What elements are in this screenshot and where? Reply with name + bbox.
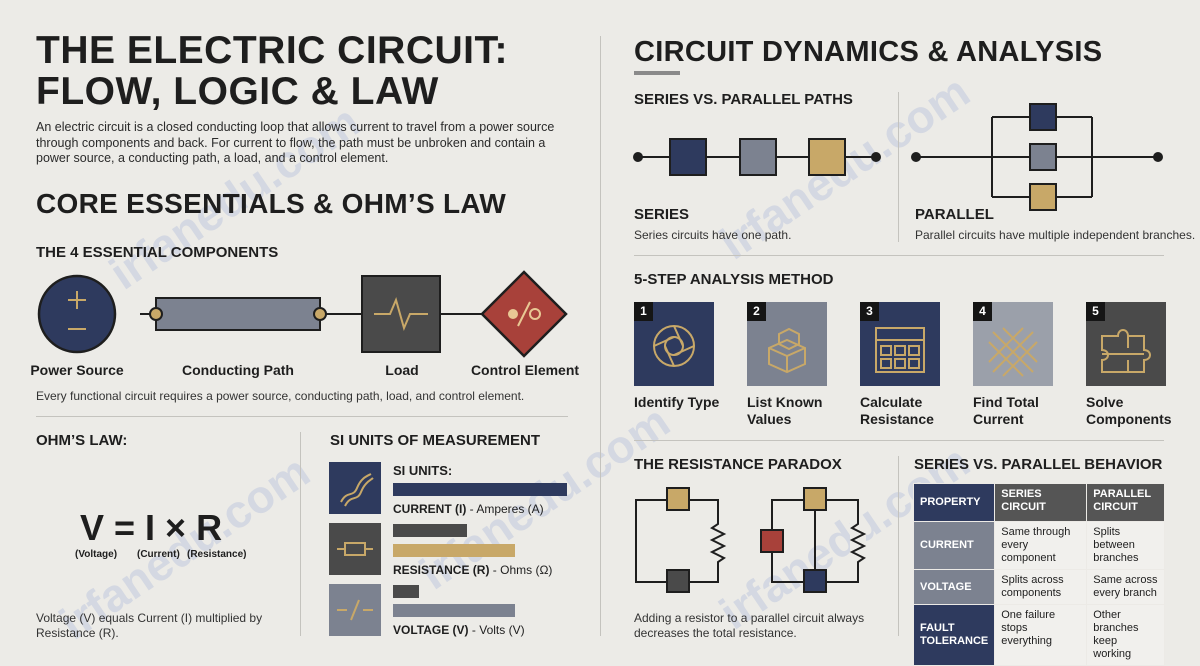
table-row: FAULT TOLERANCE One failure stops everyt… <box>912 604 1165 666</box>
battery-icon <box>37 274 117 354</box>
parallel-caption: Parallel circuits have multiple independ… <box>915 228 1196 242</box>
behavior-table: PROPERTY SERIES CIRCUIT PARALLEL CIRCUIT… <box>912 483 1165 666</box>
wire-icon <box>149 297 327 331</box>
page-title: THE ELECTRIC CIRCUIT: FLOW, LOGIC & LAW <box>36 30 596 112</box>
component-label: Power Source <box>30 362 124 378</box>
title-line-2: FLOW, LOGIC & LAW <box>36 70 439 113</box>
ohms-caption: Voltage (V) equals Current (I) multiplie… <box>36 611 263 640</box>
voltage-bar <box>393 604 515 617</box>
resistance-bar <box>393 544 515 557</box>
title-line-1: THE ELECTRIC CIRCUIT: <box>36 29 508 72</box>
divider <box>898 456 899 636</box>
heading-underline <box>634 71 680 75</box>
step-label-1: Identify Type <box>634 394 720 410</box>
si-subheading: SI UNITS: <box>393 463 453 478</box>
crosshatch-icon <box>988 327 1038 377</box>
step-tile-3: 3 <box>860 302 940 386</box>
components-diagram <box>37 270 568 358</box>
si-item-current: CURRENT (I) - Amperes (A) <box>393 502 544 516</box>
series-diagram <box>633 138 881 176</box>
si-heading: SI UNITS OF MEASUREMENT <box>330 432 541 449</box>
resistance-bar-dark <box>393 524 467 537</box>
table-row: CURRENT Same through every component Spl… <box>912 521 1165 570</box>
paths-heading: SERIES VS. PARALLEL PATHS <box>634 91 853 108</box>
component-label: Conducting Path <box>182 362 294 378</box>
step-tile-1: 1 <box>634 302 714 386</box>
voltage-icon <box>329 584 381 636</box>
step-number: 5 <box>1086 302 1105 321</box>
voltage-label: (Voltage) <box>75 549 118 560</box>
divider <box>36 416 568 417</box>
voltage-bar-dark <box>393 585 419 598</box>
si-item-resistance: RESISTANCE (R) - Ohms (Ω) <box>393 563 553 577</box>
step-tile-5: 5 <box>1086 302 1166 386</box>
current-bar <box>393 483 567 496</box>
components-caption: Every functional circuit requires a powe… <box>36 389 525 403</box>
si-item-voltage: VOLTAGE (V) - Volts (V) <box>393 623 525 637</box>
step-tile-2: 2 <box>747 302 827 386</box>
series-label: SERIES <box>634 206 690 223</box>
step-number: 4 <box>973 302 992 321</box>
step-number: 3 <box>860 302 879 321</box>
divider <box>898 92 899 242</box>
resistance-label: (Resistance) <box>187 549 247 560</box>
intro-text: An electric circuit is a closed conducti… <box>36 120 555 165</box>
paradox-heading: THE RESISTANCE PARADOX <box>634 456 842 473</box>
ohms-formula: V = I × R <box>80 507 223 548</box>
paradox-diagram <box>635 487 867 593</box>
current-label: (Current) <box>137 549 180 560</box>
current-flow-icon <box>329 462 381 514</box>
step-tile-4: 4 <box>973 302 1053 386</box>
waveform-icon <box>361 275 441 353</box>
switch-icon <box>480 270 568 358</box>
resistor-icon <box>329 523 381 575</box>
divider <box>634 440 1164 441</box>
calculator-icon <box>875 327 925 373</box>
table-header: SERIES CIRCUIT <box>994 483 1088 522</box>
component-label: Load <box>385 362 419 378</box>
behavior-heading: SERIES VS. PARALLEL BEHAVIOR <box>914 456 1163 473</box>
step-number: 1 <box>634 302 653 321</box>
puzzle-icon <box>1101 329 1151 373</box>
parallel-diagram <box>911 103 1163 211</box>
component-label: Control Element <box>470 362 580 378</box>
ohms-heading: OHM’S LAW: <box>36 432 128 449</box>
parallel-label: PARALLEL <box>915 206 994 223</box>
divider <box>634 255 1164 256</box>
dynamics-heading: CIRCUIT DYNAMICS & ANALYSIS <box>634 36 1103 68</box>
divider <box>300 432 301 636</box>
boxes-icon <box>768 327 806 374</box>
analysis-heading: 5-STEP ANALYSIS METHOD <box>634 271 834 288</box>
table-header: PARALLEL CIRCUIT <box>1086 483 1165 522</box>
paradox-caption: Adding a resistor to a parallel circuit … <box>634 611 865 640</box>
table-header: PROPERTY <box>912 483 996 522</box>
series-caption: Series circuits have one path. <box>634 228 792 242</box>
table-row: VOLTAGE Splits across components Same ac… <box>912 569 1165 605</box>
core-heading: CORE ESSENTIALS & OHM’S LAW <box>36 188 507 219</box>
components-heading: THE 4 ESSENTIAL COMPONENTS <box>36 244 279 261</box>
step-number: 2 <box>747 302 766 321</box>
aperture-icon <box>653 325 695 367</box>
column-divider <box>600 36 601 636</box>
